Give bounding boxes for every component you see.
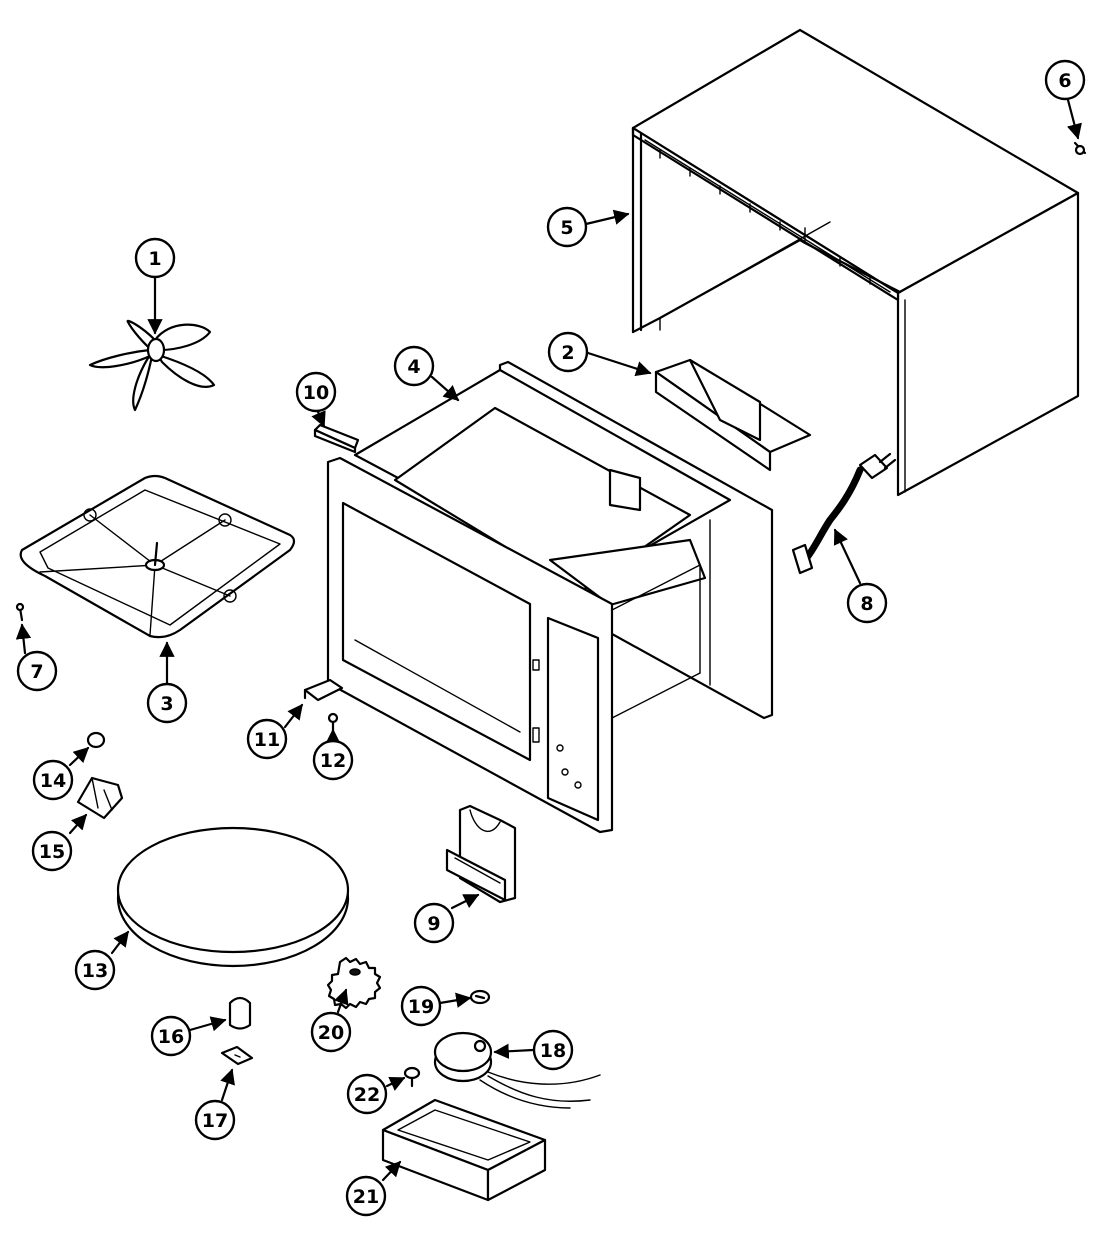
svg-text:5: 5 bbox=[560, 217, 573, 239]
svg-text:15: 15 bbox=[39, 841, 65, 863]
callout-3: 3 bbox=[146, 682, 188, 724]
screw-part-22 bbox=[403, 1066, 421, 1088]
callout-4: 4 bbox=[393, 345, 435, 387]
screw-part-12 bbox=[327, 712, 339, 732]
pad-part-17 bbox=[220, 1045, 254, 1066]
svg-text:1: 1 bbox=[148, 248, 161, 270]
svg-text:18: 18 bbox=[540, 1040, 566, 1062]
callout-7: 7 bbox=[16, 650, 58, 692]
callout-14: 14 bbox=[32, 759, 74, 801]
callout-19: 19 bbox=[400, 985, 442, 1027]
svg-text:11: 11 bbox=[254, 729, 280, 751]
svg-text:22: 22 bbox=[354, 1084, 380, 1106]
callout-10: 10 bbox=[295, 371, 337, 413]
svg-text:7: 7 bbox=[30, 661, 43, 683]
callout-15: 15 bbox=[31, 830, 73, 872]
motor-part-18 bbox=[433, 1031, 601, 1109]
callout-17: 17 bbox=[194, 1099, 236, 1141]
svg-text:3: 3 bbox=[160, 693, 173, 715]
callout-8: 8 bbox=[846, 582, 888, 624]
svg-text:10: 10 bbox=[303, 382, 329, 404]
callout-6: 6 bbox=[1044, 59, 1086, 101]
tray-part-21 bbox=[381, 1098, 547, 1202]
waveguide-part-2 bbox=[654, 358, 812, 472]
callout-16: 16 bbox=[150, 1015, 192, 1057]
svg-text:17: 17 bbox=[202, 1110, 228, 1132]
roller-part-16 bbox=[228, 996, 252, 1030]
svg-text:8: 8 bbox=[860, 593, 873, 615]
svg-text:2: 2 bbox=[561, 342, 574, 364]
callout-13: 13 bbox=[74, 949, 116, 991]
leader-lines bbox=[15, 98, 1082, 1182]
callout-1: 1 bbox=[134, 237, 176, 279]
callout-5: 5 bbox=[546, 206, 588, 248]
turntable-part-13 bbox=[116, 826, 350, 968]
bracket-part-10 bbox=[313, 423, 360, 454]
svg-text:20: 20 bbox=[318, 1022, 344, 1044]
screw-part-6 bbox=[1073, 141, 1087, 156]
svg-text:14: 14 bbox=[40, 770, 66, 792]
cap-part-14 bbox=[86, 731, 106, 749]
callout-22: 22 bbox=[346, 1073, 388, 1115]
power-cord-part-8 bbox=[791, 452, 897, 575]
screw-part-7 bbox=[15, 602, 25, 622]
svg-text:21: 21 bbox=[353, 1186, 379, 1208]
outer-cabinet bbox=[631, 28, 1080, 497]
svg-text:4: 4 bbox=[407, 356, 420, 378]
svg-text:19: 19 bbox=[408, 996, 434, 1018]
bracket-part-11 bbox=[303, 678, 344, 702]
svg-text:9: 9 bbox=[427, 913, 440, 935]
callout-21: 21 bbox=[345, 1175, 387, 1217]
callout-9: 9 bbox=[413, 902, 455, 944]
svg-text:13: 13 bbox=[82, 960, 108, 982]
fan-blade-part-1 bbox=[88, 319, 216, 412]
callout-12: 12 bbox=[312, 739, 354, 781]
coupler-part-20 bbox=[326, 956, 382, 1010]
callout-20: 20 bbox=[310, 1011, 352, 1053]
callout-2: 2 bbox=[547, 331, 589, 373]
svg-text:12: 12 bbox=[320, 750, 346, 772]
stirrer-guard-part-3 bbox=[19, 474, 296, 639]
callout-11: 11 bbox=[246, 718, 288, 760]
callout-18: 18 bbox=[532, 1029, 574, 1071]
svg-text:6: 6 bbox=[1058, 70, 1071, 92]
switch-part-15 bbox=[76, 776, 124, 820]
screw-part-19 bbox=[469, 989, 491, 1005]
latch-assembly-part-9 bbox=[445, 804, 517, 904]
svg-text:16: 16 bbox=[158, 1026, 184, 1048]
oven-cavity bbox=[326, 360, 774, 834]
